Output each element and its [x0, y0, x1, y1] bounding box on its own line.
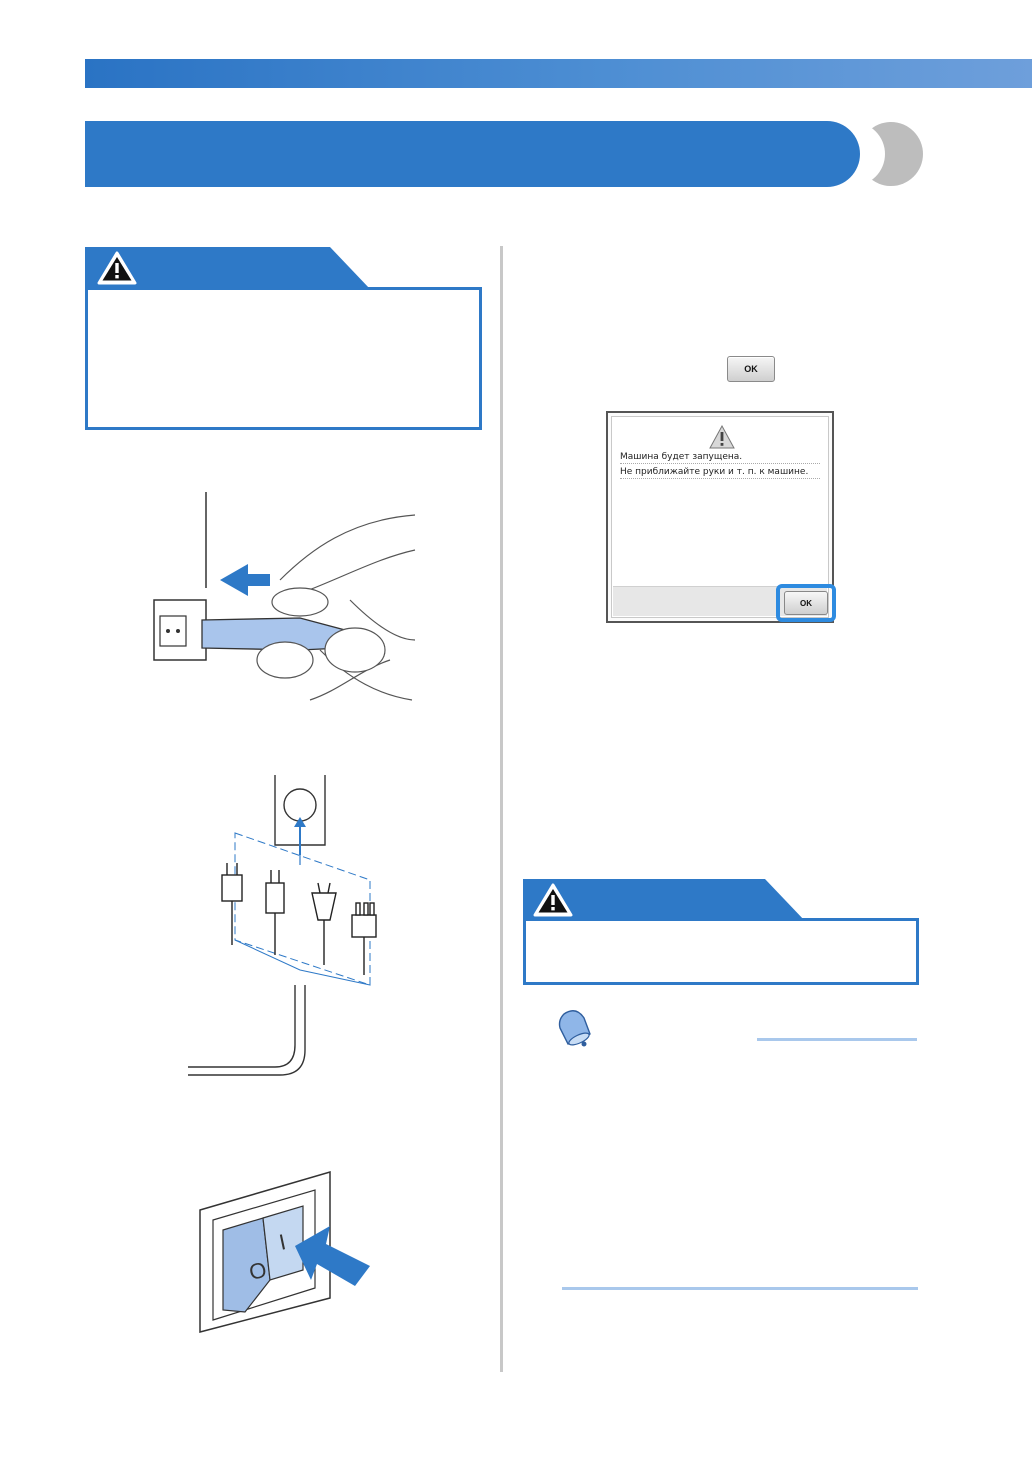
press-arrow-icon: [295, 1226, 370, 1286]
warning-triangle-icon: [709, 425, 735, 449]
warning-box-right: [523, 918, 919, 985]
warning-triangle-icon: [97, 251, 137, 285]
ok-button-highlight: [776, 584, 836, 622]
warning-box-left: [85, 287, 482, 430]
switch-off-label: O: [247, 1257, 269, 1285]
memo-bell-icon: [558, 1010, 591, 1047]
section-title-bar: [85, 121, 923, 187]
illustration-power-switch: O I: [199, 1170, 370, 1333]
warning-tab: [523, 879, 805, 921]
header-band: [85, 59, 1032, 88]
lcd-ok-button[interactable]: OK: [784, 591, 828, 615]
illustration-disconnect-cord: [153, 492, 416, 701]
warning-triangle-icon: [533, 883, 573, 917]
column-divider: [500, 246, 503, 1372]
lcd-message-line-2: Не приближайте руки и т. п. к машине.: [620, 466, 820, 479]
illustration-plug-types: [188, 775, 377, 1076]
warning-tab: [85, 247, 370, 289]
memo-divider-bottom: [562, 1287, 918, 1290]
ok-button-inline[interactable]: OK: [727, 356, 775, 382]
memo-divider-top: [757, 1038, 917, 1041]
switch-on-label: I: [277, 1229, 288, 1255]
lcd-message-line-1: Машина будет запущена.: [620, 451, 820, 464]
arrow-left-icon: [220, 564, 270, 596]
